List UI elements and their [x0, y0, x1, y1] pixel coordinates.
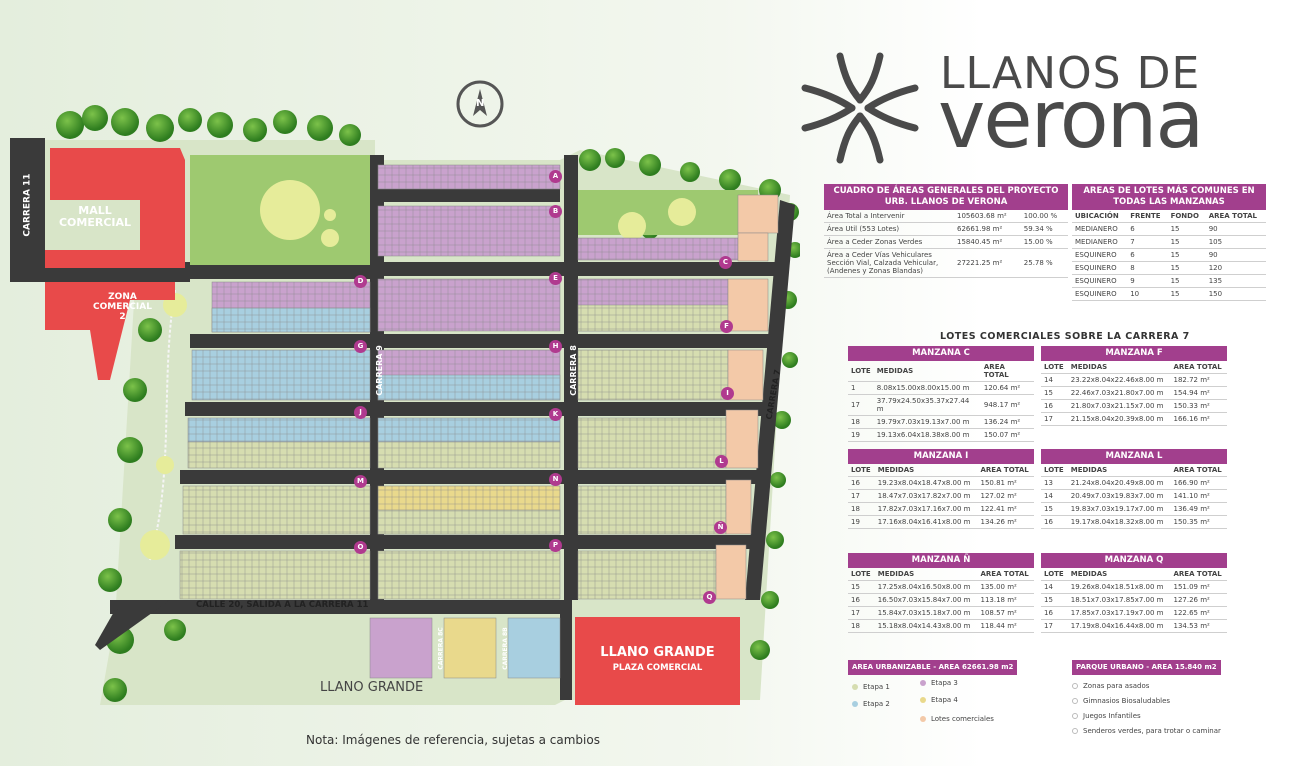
legend-parque: PARQUE URBANO - AREA 15.840 m2 Zonas par…	[1072, 660, 1252, 738]
areas-table: CUADRO DE ÁREAS GENERALES DEL PROYECTO U…	[824, 184, 1068, 278]
manzana-pin[interactable]: P	[549, 539, 562, 552]
carrera8c-label: CARRERA 8C	[437, 627, 445, 670]
manzana-pin[interactable]: D	[354, 275, 367, 288]
logo-line2: verona	[938, 73, 1204, 166]
legend-urbanizable: AREA URBANIZABLE - AREA 62661.98 m2 Etap…	[848, 660, 1028, 745]
manzana-pin[interactable]: O	[354, 541, 367, 554]
logo-mark-icon	[801, 52, 919, 164]
zona-comercial-building	[45, 282, 175, 380]
carrera8-label: CARRERA 8	[568, 345, 578, 396]
mall-label: MALL COMERCIAL	[58, 204, 132, 229]
north-compass-icon	[456, 80, 504, 128]
map-drawing	[10, 80, 800, 705]
carrera11-label: CARRERA 11	[22, 173, 33, 237]
manzana-pin[interactable]: I	[721, 387, 734, 400]
plaza-building	[575, 617, 740, 705]
comerciales-title: LOTES COMERCIALES SOBRE LA CARRERA 7	[940, 331, 1190, 342]
manzana-pin[interactable]: F	[720, 320, 733, 333]
manzana-pin[interactable]: K	[549, 408, 562, 421]
roads	[10, 138, 795, 700]
calle20-label: CALLE 20, SALIDA A LA CARRERA 11	[196, 600, 369, 610]
brand-logo: LLANOS DE verona	[800, 48, 1280, 168]
manzana-pin[interactable]: Q	[703, 591, 716, 604]
manzana-pin[interactable]: E	[549, 272, 562, 285]
comunes-header: AREAS DE LOTES MÁS COMUNES EN TODAS LAS …	[1072, 184, 1266, 210]
manzana-pin[interactable]: N	[549, 473, 562, 486]
disclaimer-note: Nota: Imágenes de referencia, sujetas a …	[306, 733, 600, 747]
north-label: N	[476, 98, 485, 109]
manzana-pin[interactable]: L	[715, 455, 728, 468]
carrera9-label: CARRERA 9	[374, 345, 384, 396]
comunes-table: AREAS DE LOTES MÁS COMUNES EN TODAS LAS …	[1072, 184, 1266, 301]
manzana-pin[interactable]: H	[549, 340, 562, 353]
llano-grande-label: LLANO GRANDE	[320, 680, 424, 695]
zona-label: ZONA COMERCIAL 2	[93, 292, 152, 322]
manzana-pin[interactable]: G	[354, 340, 367, 353]
carrera8b-label: CARRERA 8B	[501, 627, 509, 670]
manzana-pin[interactable]: Ñ	[714, 521, 727, 534]
manzana-pin[interactable]: J	[354, 406, 367, 419]
plaza-sub: PLAZA COMERCIAL	[612, 663, 703, 673]
logo-line1: LLANOS DE	[940, 48, 1201, 99]
manzana-pin[interactable]: A	[549, 170, 562, 183]
manzana-pin[interactable]: B	[549, 205, 562, 218]
lot-grid	[180, 165, 738, 599]
manzana-pin[interactable]: C	[719, 256, 732, 269]
plaza-title: LLANO GRANDE	[600, 645, 715, 660]
site-map: N MALL COMERCIAL ZONA COMERCIAL 2 LLANO …	[10, 80, 800, 705]
areas-header: CUADRO DE ÁREAS GENERALES DEL PROYECTO U…	[824, 184, 1068, 210]
mall-building	[45, 148, 185, 268]
manzana-pin[interactable]: M	[354, 475, 367, 488]
